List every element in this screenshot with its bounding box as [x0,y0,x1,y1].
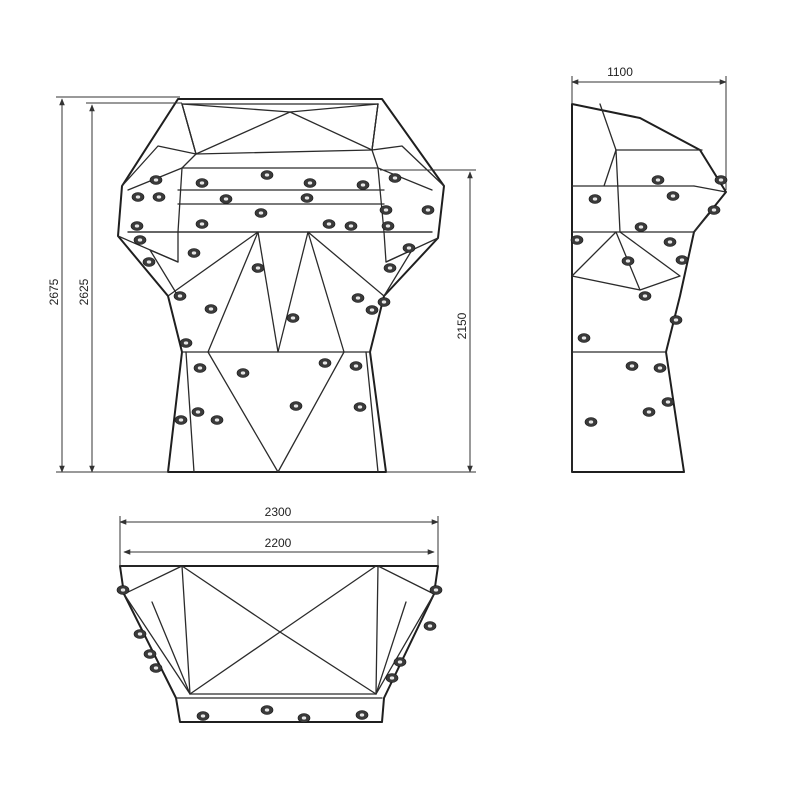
dim-label-2200: 2200 [265,536,292,550]
dim-label-2150: 2150 [455,312,469,339]
climbing-hold-center [147,652,153,656]
climbing-hold-center [326,222,332,226]
climbing-hold-center [592,197,598,201]
climbing-hold-center [137,632,143,636]
climbing-hold-center [199,181,205,185]
climbing-hold-center [322,361,328,365]
climbing-hold-center [120,588,126,592]
climbing-hold-center [195,410,201,414]
climbing-hold-center [307,181,313,185]
top-outline [119,565,439,723]
climbing-hold-center [355,296,361,300]
climbing-hold-center [389,676,395,680]
climbing-hold-center [369,308,375,312]
climbing-hold-center [177,294,183,298]
climbing-hold-center [264,708,270,712]
climbing-holds [116,170,728,723]
climbing-hold-center [406,246,412,250]
climbing-hold-center [385,224,391,228]
climbing-hold-center [223,197,229,201]
climbing-hold-center [638,225,644,229]
climbing-hold-center [427,624,433,628]
climbing-hold-center [588,420,594,424]
climbing-hold-center [670,194,676,198]
dimension-lines [56,76,727,566]
climbing-hold-center [574,238,580,242]
climbing-hold-center [137,238,143,242]
dim-label-2300: 2300 [265,505,292,519]
climbing-hold-center [258,211,264,215]
climbing-hold-center [197,366,203,370]
climbing-hold-center [135,195,141,199]
climbing-hold-center [353,364,359,368]
climbing-hold-center [433,588,439,592]
climbing-hold-center [357,405,363,409]
climbing-hold-center [667,240,673,244]
climbing-hold-center [153,666,159,670]
side-view [571,103,727,473]
climbing-hold-center [673,318,679,322]
climbing-hold-center [290,316,296,320]
climbing-hold-center [625,259,631,263]
climbing-hold-center [655,178,661,182]
climbing-hold-center [200,714,206,718]
climbing-hold-center [629,364,635,368]
front-view [117,98,445,473]
climbing-hold-center [392,176,398,180]
climbing-hold-center [348,224,354,228]
dim-label-2625: 2625 [77,278,91,305]
climbing-hold-center [383,208,389,212]
climbing-hold-center [146,260,152,264]
climbing-hold-center [642,294,648,298]
top-view [119,565,439,723]
climbing-hold-center [387,266,393,270]
climbing-hold-center [264,173,270,177]
climbing-hold-center [178,418,184,422]
climbing-hold-center [293,404,299,408]
climbing-hold-center [581,336,587,340]
climbing-hold-center [657,366,663,370]
climbing-hold-center [646,410,652,414]
climbing-hold-center [304,196,310,200]
front-outline [117,98,445,473]
climbing-hold-center [397,660,403,664]
dim-label-1100: 1100 [607,65,633,79]
climbing-hold-center [718,178,724,182]
climbing-hold-center [665,400,671,404]
climbing-hold-center [359,713,365,717]
climbing-hold-center [425,208,431,212]
climbing-hold-center [301,716,307,720]
climbing-hold-center [183,341,189,345]
climbing-hold-center [208,307,214,311]
climbing-hold-center [360,183,366,187]
climbing-hold-center [214,418,220,422]
climbing-hold-center [240,371,246,375]
climbing-hold-center [134,224,140,228]
climbing-hold-center [255,266,261,270]
climbing-hold-center [199,222,205,226]
climbing-hold-center [191,251,197,255]
climbing-hold-center [153,178,159,182]
climbing-hold-center [711,208,717,212]
dim-label-2675: 2675 [47,278,61,305]
climbing-hold-center [381,300,387,304]
side-outline [571,103,727,473]
climbing-hold-center [679,258,685,262]
climbing-hold-center [156,195,162,199]
